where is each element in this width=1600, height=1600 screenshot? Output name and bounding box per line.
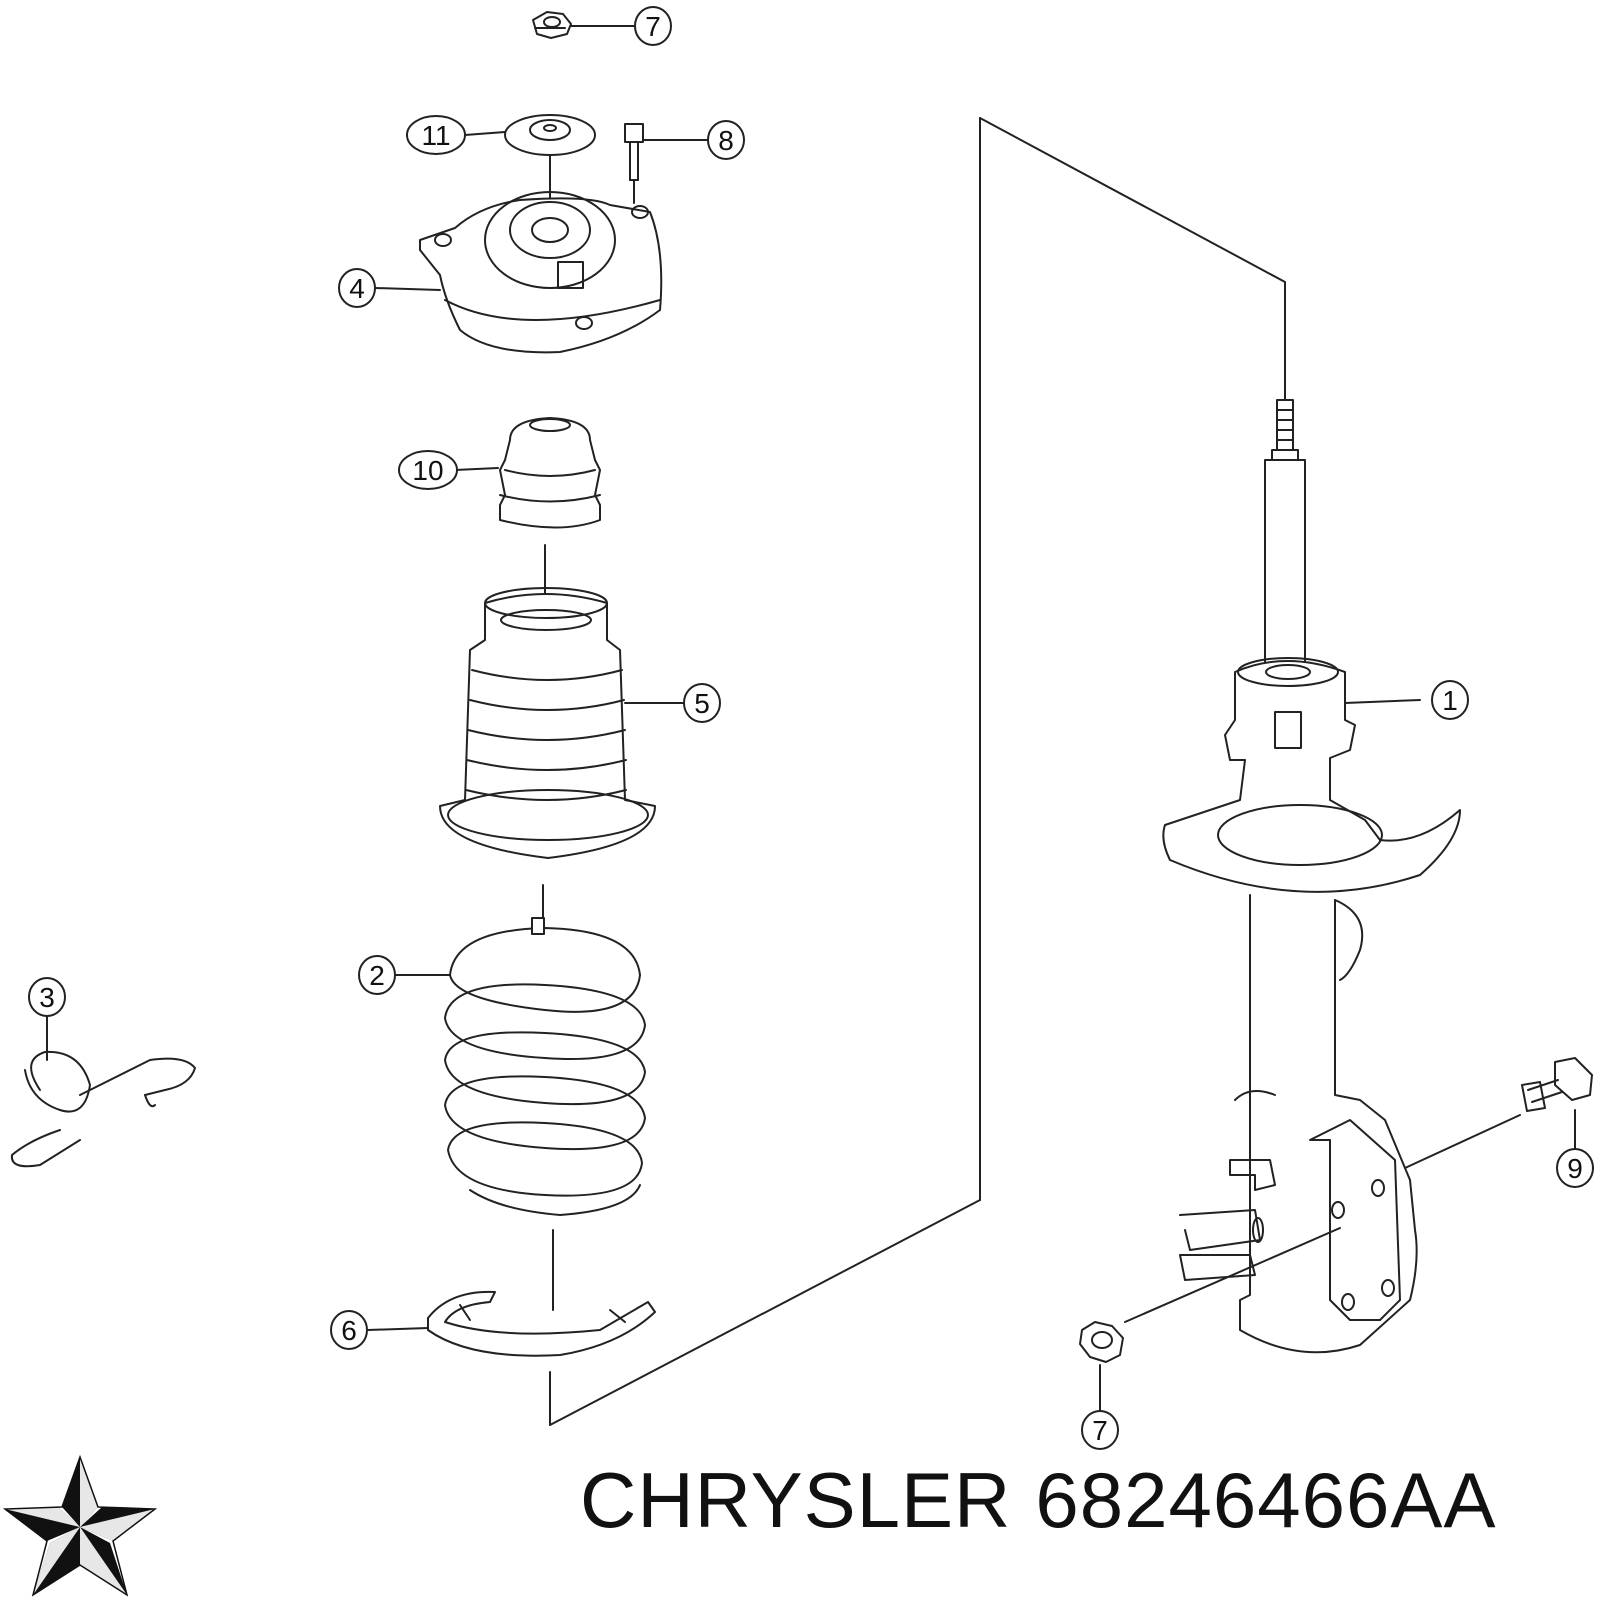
nut-top-part xyxy=(532,11,572,39)
clip-part xyxy=(10,1050,196,1168)
part-number: 68246466AA xyxy=(1035,1456,1497,1544)
svg-text:6: 6 xyxy=(341,1315,357,1346)
svg-text:10: 10 xyxy=(412,455,443,486)
brand-name: CHRYSLER xyxy=(580,1456,1012,1544)
callout-7-top: 7 xyxy=(634,6,672,46)
jounce-bumper-part xyxy=(499,417,601,529)
strut-mount-part xyxy=(419,191,663,354)
chrysler-pentastar-icon xyxy=(2,1455,158,1597)
assembly-bracket-line xyxy=(979,117,1286,401)
callout-10: 10 xyxy=(398,450,458,490)
washer-part xyxy=(504,114,596,156)
coil-spring-part xyxy=(444,917,646,1216)
callout-1: 1 xyxy=(1431,680,1469,720)
callout-5: 5 xyxy=(683,683,721,723)
svg-text:7: 7 xyxy=(645,11,661,42)
svg-text:3: 3 xyxy=(39,982,55,1013)
callout-3: 3 xyxy=(28,977,66,1017)
strut-assembly-part xyxy=(1162,399,1461,1354)
callout-8: 8 xyxy=(707,120,745,160)
callout-2: 2 xyxy=(358,955,396,995)
svg-text:2: 2 xyxy=(369,960,385,991)
callout-9: 9 xyxy=(1556,1148,1594,1188)
bolt-side-part xyxy=(1521,1057,1593,1112)
callout-7-bottom: 7 xyxy=(1081,1410,1119,1450)
svg-text:1: 1 xyxy=(1442,685,1458,716)
spring-isolator-part xyxy=(427,1290,656,1357)
nut-bottom-part xyxy=(1079,1321,1124,1363)
assembly-bracket-bottom xyxy=(549,1199,981,1426)
callout-4: 4 xyxy=(338,268,376,308)
callout-11: 11 xyxy=(406,115,466,155)
bolt-top-part xyxy=(624,123,644,181)
svg-text:7: 7 xyxy=(1092,1415,1108,1446)
svg-text:4: 4 xyxy=(349,273,365,304)
svg-text:8: 8 xyxy=(718,125,734,156)
svg-text:5: 5 xyxy=(694,688,710,719)
svg-text:9: 9 xyxy=(1567,1153,1583,1184)
callout-6: 6 xyxy=(330,1310,368,1350)
dust-boot-part xyxy=(439,587,656,859)
footer-title: CHRYSLER 68246466AA xyxy=(580,1455,1520,1546)
svg-text:11: 11 xyxy=(421,120,450,151)
